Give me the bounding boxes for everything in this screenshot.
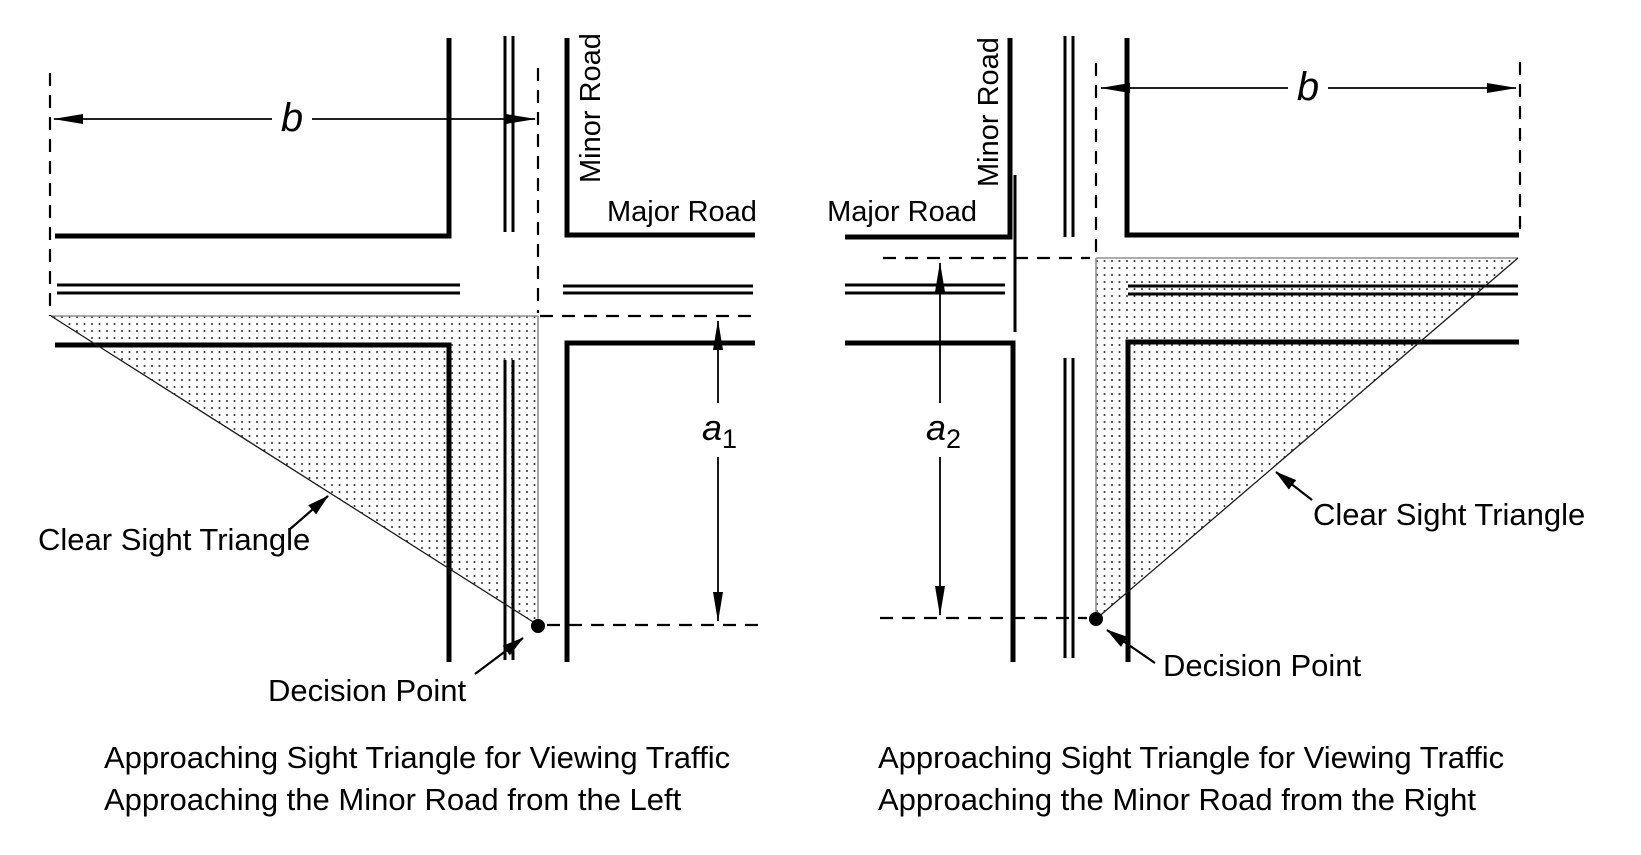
minor-road-label: Minor Road <box>575 33 607 183</box>
right-dashed-lines <box>880 62 1522 620</box>
sight-line-hypotenuse <box>1095 257 1519 620</box>
clear-sight-leader-arrow <box>1275 471 1313 501</box>
dimension-b-label: b <box>281 96 303 140</box>
dimension-b: b <box>53 96 536 140</box>
dimension-a1: a1 <box>702 320 737 622</box>
decision-point-dot <box>531 619 545 633</box>
dimension-a2: a2 <box>926 262 961 616</box>
caption-line1: Approaching Sight Triangle for Viewing T… <box>104 740 730 775</box>
decision-point-label: Decision Point <box>268 673 467 708</box>
caption-line2: Approaching the Minor Road from the Left <box>104 782 682 817</box>
decision-point-dot <box>1089 612 1103 626</box>
clear-sight-leader-arrow <box>288 495 329 531</box>
decision-point-leader-arrow <box>474 637 524 675</box>
right-diagram: b a2 Decision Point Clear Sight Triangle… <box>827 36 1585 817</box>
decision-point-label: Decision Point <box>1163 648 1362 683</box>
curb-top-right-quadrant <box>1124 38 1519 238</box>
caption-line1: Approaching Sight Triangle for Viewing T… <box>878 740 1504 775</box>
left-dashed-lines <box>48 68 763 627</box>
clear-sight-triangle-label: Clear Sight Triangle <box>38 522 310 557</box>
sight-line-hypotenuse <box>50 315 539 626</box>
dimension-b: b <box>1100 65 1517 109</box>
left-roads <box>55 36 755 662</box>
major-road-label: Major Road <box>607 196 757 228</box>
caption-line2: Approaching the Minor Road from the Righ… <box>878 782 1476 817</box>
major-road-label: Major Road <box>827 196 977 228</box>
clear-sight-triangle-label: Clear Sight Triangle <box>1313 497 1585 532</box>
decision-point-leader-arrow <box>1106 629 1156 664</box>
right-roads <box>845 36 1519 662</box>
dimension-a2-label: a2 <box>926 407 961 454</box>
minor-road-label: Minor Road <box>973 37 1005 187</box>
curb-bottom-right-quadrant <box>1125 339 1519 662</box>
curb-top-left-quadrant <box>845 38 1013 240</box>
dimension-a1-label: a1 <box>702 407 737 454</box>
curb-bottom-left-quadrant <box>845 340 1016 662</box>
dimension-b-label: b <box>1297 65 1319 109</box>
curb-top-left-quadrant <box>55 38 452 239</box>
curb-top-right-quadrant <box>564 38 755 238</box>
curb-bottom-left-quadrant <box>55 342 452 662</box>
left-diagram: b a1 Decision Point Clear Sight Triangle… <box>38 33 763 817</box>
curb-bottom-right-quadrant <box>564 340 755 662</box>
